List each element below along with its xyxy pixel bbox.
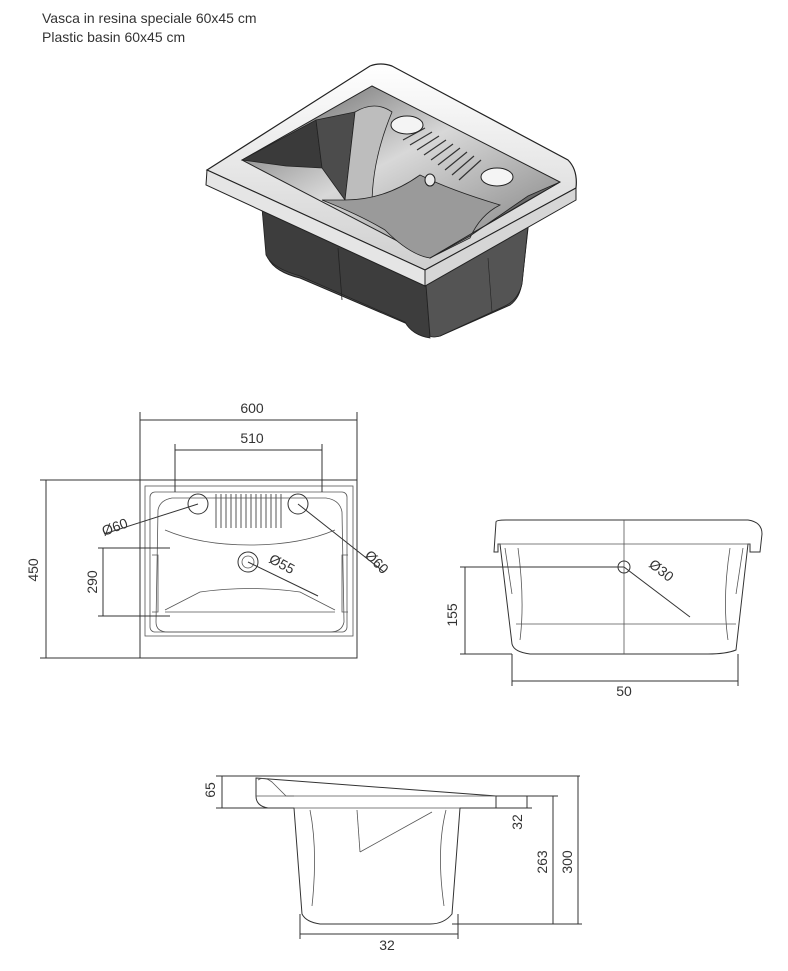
svg-text:Ø60: Ø60 bbox=[362, 547, 392, 577]
title-english: Plastic basin 60x45 cm bbox=[42, 29, 186, 45]
header: Vasca in resina speciale 60x45 cm Plasti… bbox=[42, 9, 257, 47]
top-view: 600 510 450 290 Ø60 Ø60 Ø55 bbox=[25, 400, 392, 659]
dim-side-bottom: 32 bbox=[379, 937, 395, 953]
dim-basin-depth: 263 bbox=[534, 850, 550, 874]
drain-hole-55 bbox=[237, 551, 259, 573]
front-view: Ø30 155 50 bbox=[444, 519, 763, 699]
hole-left-60 bbox=[187, 493, 209, 515]
dim-front-bottom: 50 bbox=[616, 683, 632, 699]
dim-width-inner: 510 bbox=[240, 430, 264, 446]
dim-width-outer: 600 bbox=[240, 400, 264, 416]
tap-hole-right bbox=[480, 167, 514, 187]
hole-right-60 bbox=[287, 493, 309, 515]
svg-text:Ø30: Ø30 bbox=[646, 556, 677, 585]
washboard-ribs bbox=[402, 127, 482, 181]
dim-rim-height: 65 bbox=[202, 782, 218, 798]
side-view: 65 32 263 300 32 bbox=[202, 775, 582, 953]
dim-front-height: 155 bbox=[444, 603, 460, 627]
basin-render bbox=[205, 63, 577, 339]
dim-rim-thickness: 32 bbox=[509, 814, 525, 830]
overflow-hole bbox=[424, 173, 436, 187]
dim-hole-left: 60 bbox=[110, 515, 130, 535]
svg-text:Ø60: Ø60 bbox=[100, 515, 131, 539]
dim-total-height: 300 bbox=[559, 850, 575, 874]
dim-depth: 450 bbox=[25, 558, 41, 582]
tap-hole-left bbox=[390, 115, 424, 135]
svg-text:Ø55: Ø55 bbox=[267, 551, 298, 578]
title-italian: Vasca in resina speciale 60x45 cm bbox=[42, 10, 257, 26]
dim-drain: 55 bbox=[276, 556, 297, 578]
dim-inner-depth: 290 bbox=[84, 570, 100, 594]
